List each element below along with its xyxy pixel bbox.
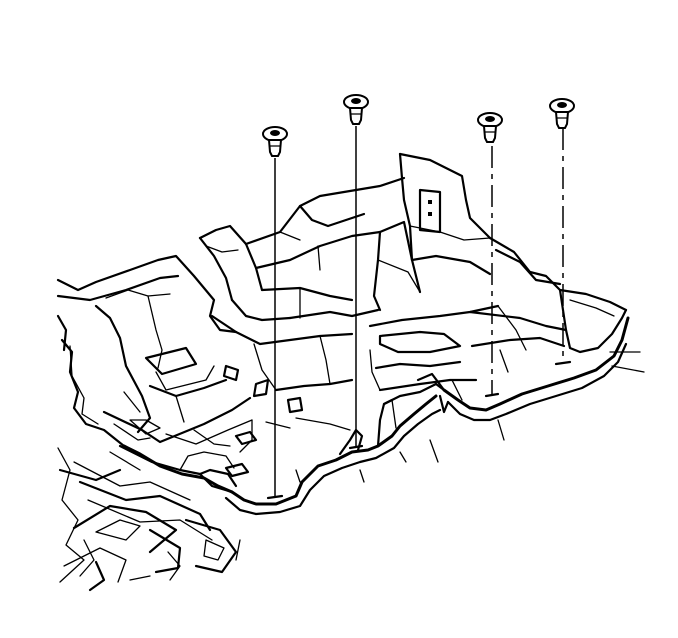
retainer-hole	[348, 444, 364, 450]
push-pin-retainer-icon	[549, 98, 575, 129]
floor-carpet	[56, 152, 630, 516]
vehicle-underbody	[57, 447, 241, 592]
retainer-hole	[484, 392, 500, 398]
retainer-holes	[266, 360, 572, 500]
retainers-group	[262, 94, 575, 496]
push-pin-retainer-icon	[477, 112, 503, 143]
retainer-hole	[554, 360, 572, 366]
push-pin-retainer-icon	[343, 94, 369, 125]
vehicle-body-right	[359, 351, 645, 483]
push-pin-retainer-icon	[262, 126, 288, 157]
retainer-hole	[266, 494, 284, 500]
